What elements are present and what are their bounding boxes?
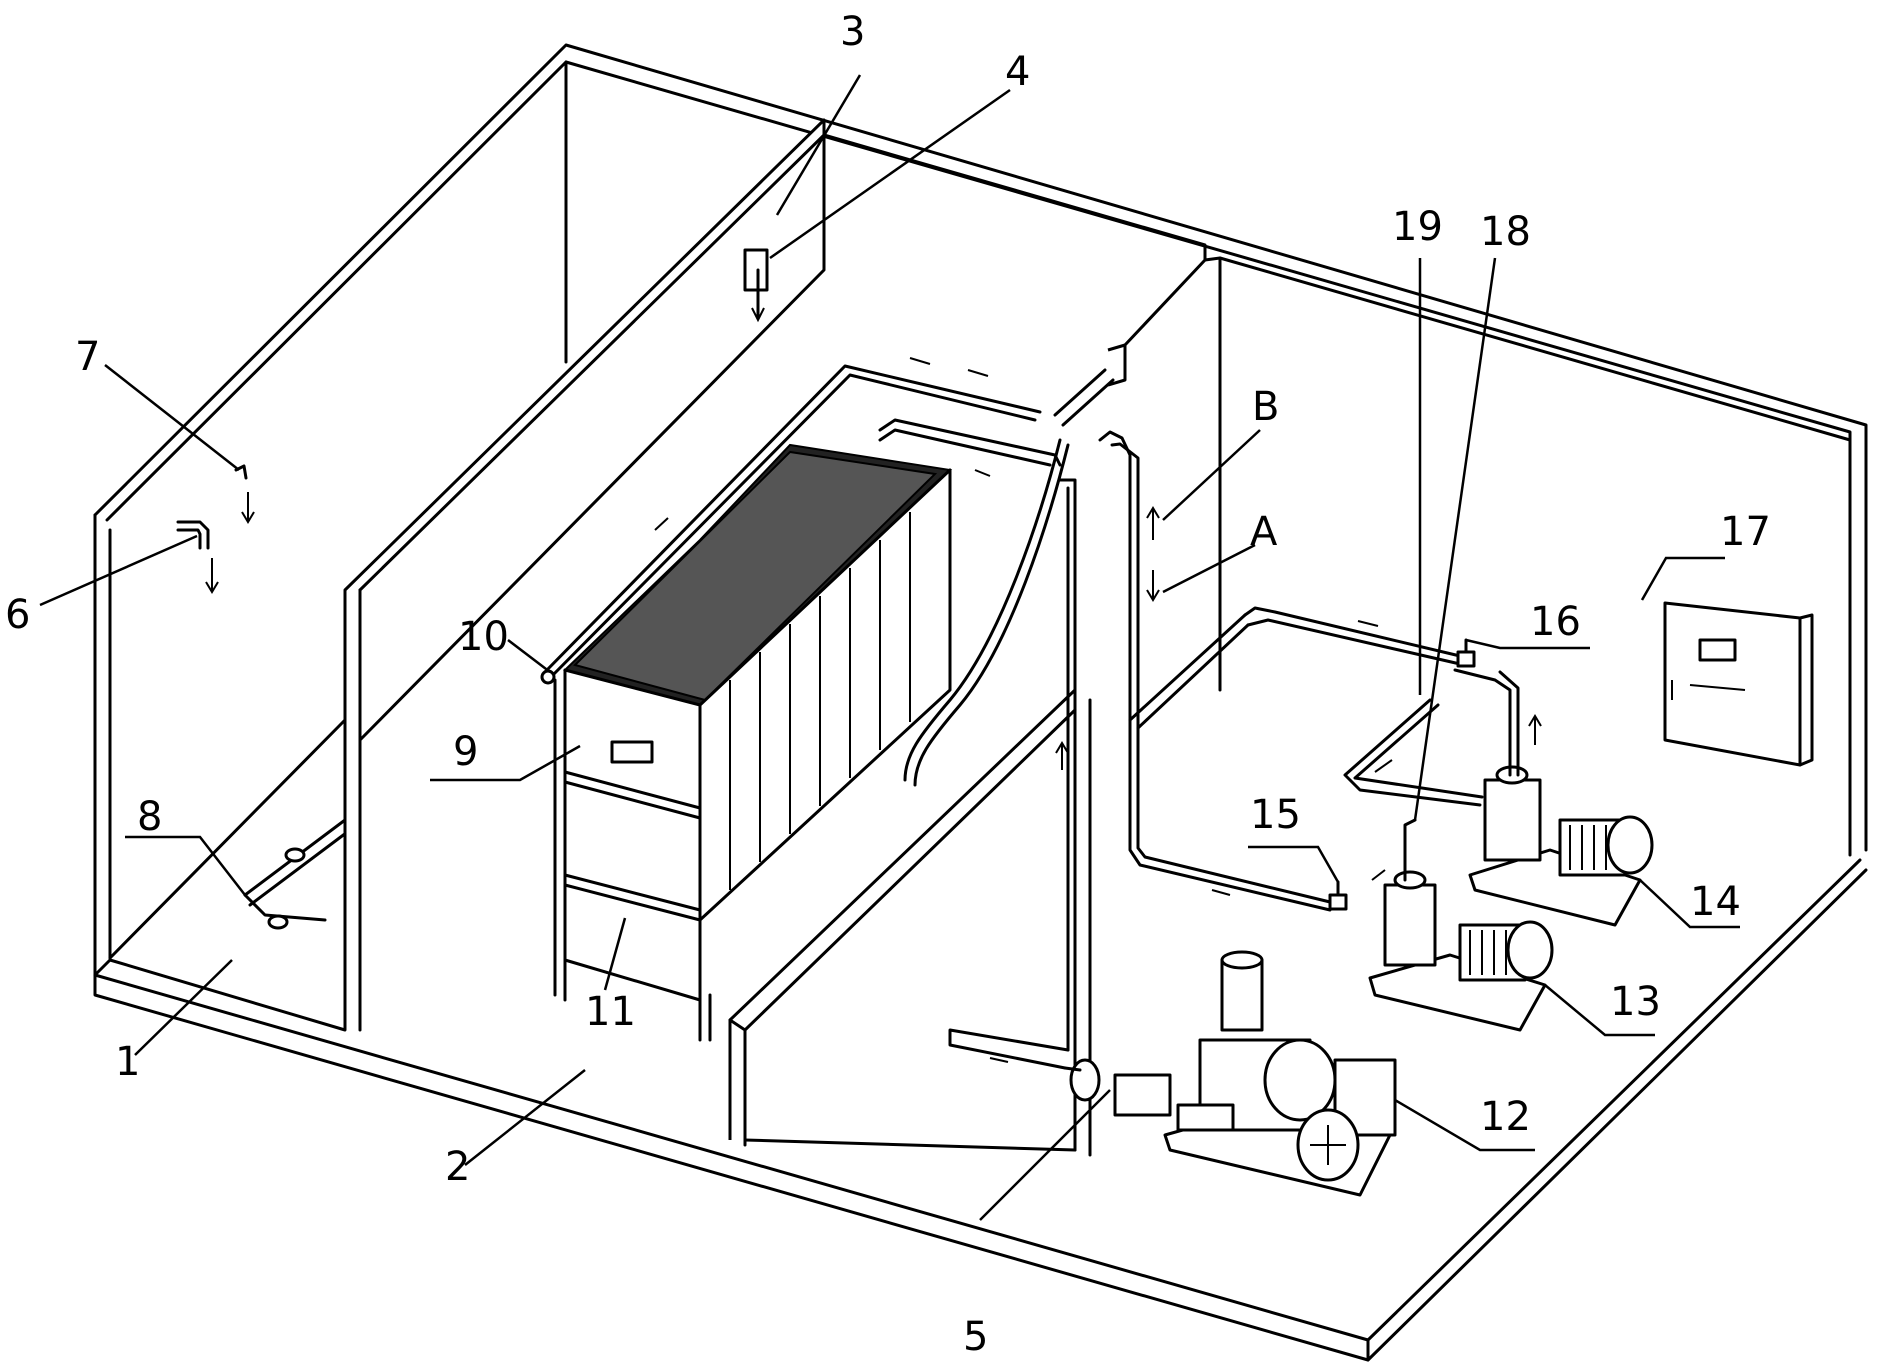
label-a: A	[1250, 509, 1278, 555]
label-16: 16	[1530, 599, 1581, 645]
label-8: 8	[137, 794, 162, 840]
label-15: 15	[1250, 792, 1301, 838]
pump-13	[1368, 818, 1554, 1032]
blower-12	[989, 950, 1397, 1197]
partition-wall-1	[343, 118, 826, 1032]
pipes-a-b	[948, 430, 1462, 1070]
room-1	[108, 464, 352, 1032]
label-9: 9	[453, 729, 478, 775]
label-4: 4	[1005, 49, 1030, 95]
label-5: 5	[963, 1314, 988, 1360]
room-3	[743, 133, 1207, 323]
label-13: 13	[1610, 979, 1661, 1025]
valve-15	[1328, 880, 1348, 911]
label-14: 14	[1690, 879, 1741, 925]
label-1: 1	[115, 1039, 140, 1085]
inlet-pipe-6	[176, 520, 219, 594]
inlet-pipe-7	[234, 464, 255, 524]
label-11: 11	[585, 989, 636, 1035]
label-18: 18	[1480, 209, 1531, 255]
label-6: 6	[5, 592, 30, 638]
label-10: 10	[458, 614, 509, 660]
leader-lines	[39, 74, 1740, 1221]
aeration-pipe-8	[243, 818, 352, 930]
label-19: 19	[1392, 204, 1443, 250]
label-12: 12	[1480, 1094, 1531, 1140]
membrane-tank-9	[540, 357, 1115, 1042]
label-b: B	[1252, 384, 1279, 430]
label-2: 2	[445, 1144, 470, 1190]
sensor-4	[743, 248, 769, 323]
control-cabinet-17	[1663, 601, 1814, 767]
label-3: 3	[840, 9, 865, 55]
label-7: 7	[75, 334, 100, 380]
pump-14	[1343, 668, 1654, 927]
part-labels: 1 2 3 4 5 6 7 8 9 10 11 12 13 14 15 16 1…	[5, 9, 1771, 1360]
label-17: 17	[1720, 509, 1771, 555]
valve-16	[1456, 638, 1476, 668]
